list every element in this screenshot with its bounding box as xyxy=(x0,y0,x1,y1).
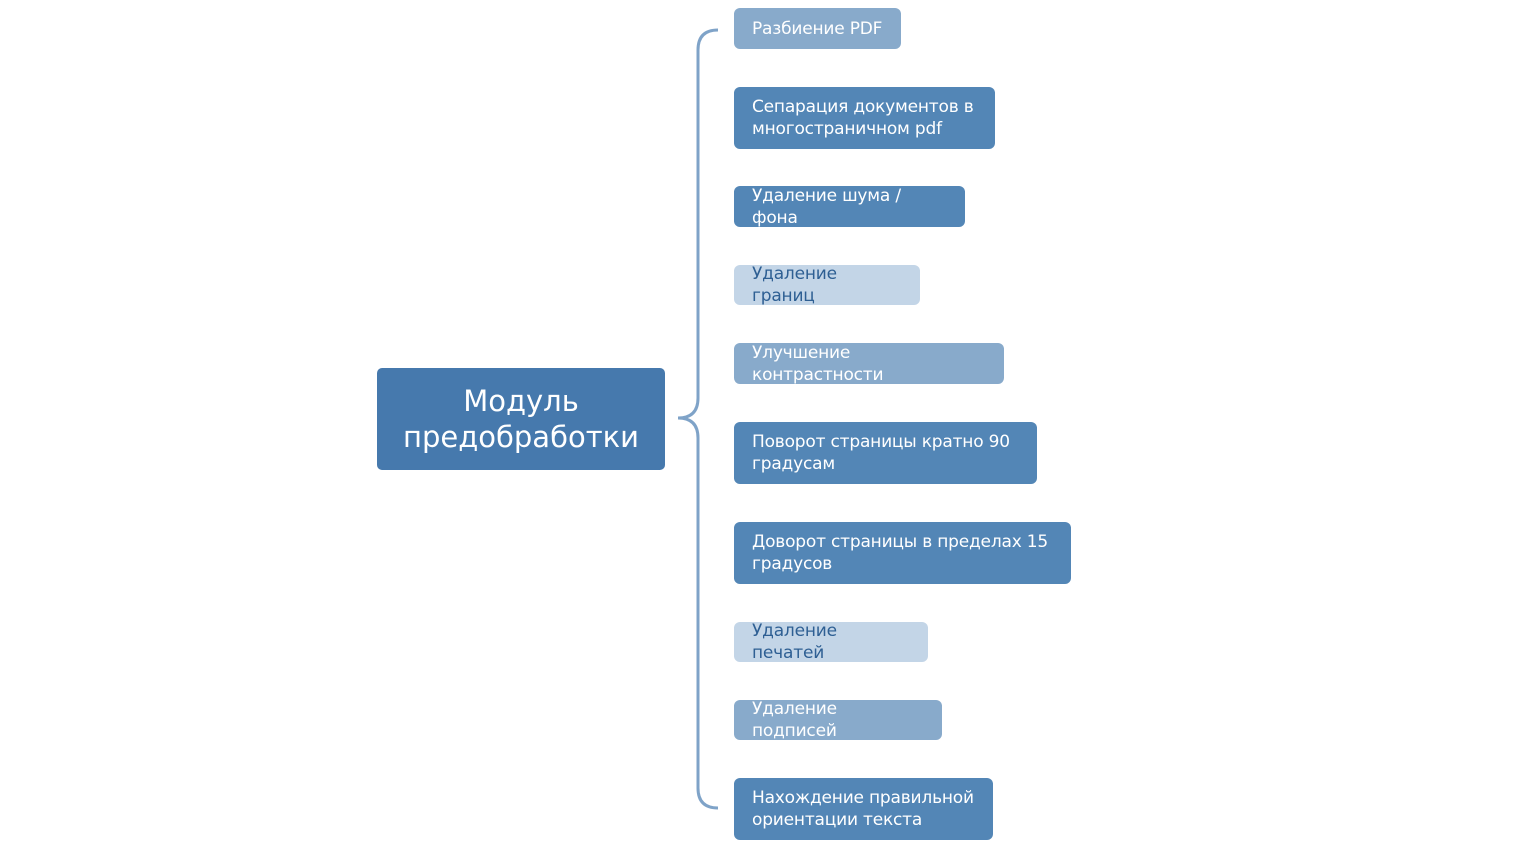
root-label: Модуль предобработки xyxy=(403,384,639,454)
node-label: Разбиение PDF xyxy=(752,18,883,39)
node-label: Доворот страницы в пределах 15 градусов xyxy=(752,532,1048,574)
node-label: Удаление печатей xyxy=(752,621,837,663)
node-stamp-removal: Удаление печатей xyxy=(734,621,928,663)
node-border-removal: Удаление границ xyxy=(734,264,920,306)
node-label: Удаление границ xyxy=(752,264,837,306)
node-contrast: Улучшение контрастности xyxy=(734,342,1004,385)
node-signature-removal: Удаление подписей xyxy=(734,699,942,741)
node-label: Сепарация документов в многостраничном p… xyxy=(752,97,974,139)
node-deskew-15: Доворот страницы в пределах 15 градусов xyxy=(734,522,1071,584)
node-label: Улучшение контрастности xyxy=(752,342,884,385)
node-rotate-90: Поворот страницы кратно 90 градусам xyxy=(734,422,1037,484)
node-label: Нахождение правильной ориентации текста xyxy=(752,788,974,830)
node-noise-removal: Удаление шума / фона xyxy=(734,185,965,228)
node-label: Поворот страницы кратно 90 градусам xyxy=(752,432,1010,474)
node-label: Удаление шума / фона xyxy=(752,185,901,228)
root-node: Модуль предобработки xyxy=(377,368,665,470)
node-split-pdf: Разбиение PDF xyxy=(734,8,901,49)
node-label: Удаление подписей xyxy=(752,699,837,741)
node-text-orientation: Нахождение правильной ориентации текста xyxy=(734,778,993,840)
node-document-separation: Сепарация документов в многостраничном p… xyxy=(734,87,995,149)
